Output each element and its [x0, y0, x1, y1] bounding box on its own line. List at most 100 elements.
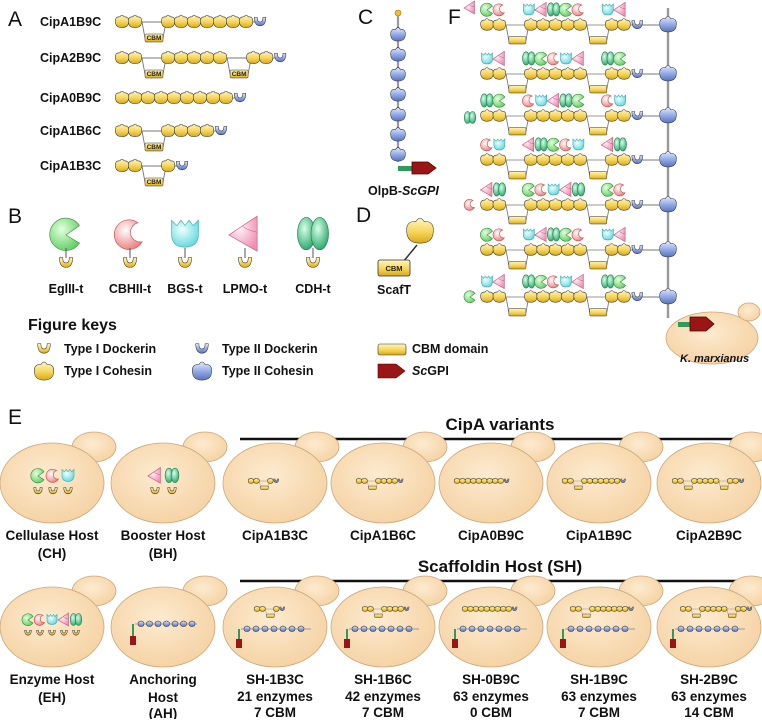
f-scaffold-7-cohesin-6-shape: [561, 290, 575, 303]
f-enzyme-6-4-body: [534, 226, 547, 243]
f-enzyme-5-1-body: [479, 181, 493, 198]
ah-olpb-cohesin-6: [180, 620, 187, 627]
construct-5-cbm-label: CBM: [147, 179, 162, 186]
f-scaffold-1-cohesin-9: [617, 18, 631, 31]
f-enzyme-3-4: [535, 94, 547, 107]
sh-olpb-cohesin-5-6-shape: [722, 625, 730, 632]
f-enzyme-extra-3-body: [463, 199, 476, 211]
f-enzyme-4-5-body: [546, 137, 560, 152]
sh-variant-cbm-2: 7 CBM: [362, 705, 404, 719]
sh-olpb-cohesin-1-2: [252, 625, 260, 632]
cipa-variant-scaffold-5-cohesin-6-shape: [707, 477, 714, 484]
sh-scaffold-5-cohesin-4: [704, 605, 711, 612]
f-scaffold-6-cohesin-1-shape: [480, 243, 494, 256]
construct-5-cohesin-2-shape: [128, 158, 142, 172]
construct-3-cohesin-8-shape: [206, 90, 220, 104]
eh-enzyme-5: [69, 613, 83, 626]
construct-3-cohesin-7-shape: [193, 90, 207, 104]
f-scaffold-7-cohesin-2: [492, 290, 506, 303]
f-scaffold-4-cohesin-4-shape: [536, 153, 550, 166]
eh-enzyme-3: [46, 613, 58, 625]
f-enzyme-3-7-body: [571, 93, 585, 108]
f-enzyme-7-7-fold: [577, 277, 584, 282]
olpb-cohesin-6: [390, 127, 406, 142]
sh-scaffold-3-cohesin-6: [489, 605, 496, 612]
cipa-variant-scaffold-4: [561, 477, 626, 490]
olpb-linker: [398, 166, 412, 171]
f-enzyme-3-3-body: [522, 94, 535, 108]
construct-1-cbm-label: CBM: [147, 35, 162, 42]
sh-olpb-cohesin-2-4: [378, 625, 386, 632]
cipa-variant-label-1: CipA1B3C: [242, 528, 308, 543]
construct-5-cbm: [144, 177, 164, 187]
key-type2-dockerin-icon: [195, 343, 209, 354]
f-scaffold-3-cohesin-3-shape: [524, 109, 538, 122]
f-enzyme-1-8: [602, 3, 614, 16]
sh-scaffold-2-cohesin-1-shape: [361, 605, 369, 612]
cipa-variant-scaffold-5-cohesin-3-shape: [691, 477, 698, 484]
f-scaffold-5-cohesin-4-shape: [536, 198, 550, 211]
enzyme-host-cell-body: [0, 586, 105, 668]
sh-scaffold-3-cohesin-5-shape: [483, 605, 490, 612]
cipa-variant-scaffold-2-cohesin-3-shape: [375, 477, 382, 484]
sh-scaffold-5-cohesin-9: [740, 605, 747, 612]
cipa-variant-scaffold-5-cohesin-8-shape: [727, 477, 734, 484]
f-scaffold-1-cohesin-4: [536, 18, 550, 31]
sh-cell-3: [438, 575, 556, 668]
host-eh-label2: (EH): [38, 690, 66, 705]
f-enzyme-5-1-fold: [485, 185, 493, 190]
sh-scaffold-2-cohesin-2-shape: [367, 605, 374, 612]
f-enzyme-6-1-body: [480, 227, 493, 242]
f-enzyme-4-1-body: [480, 138, 493, 152]
olpb-f-cohesin-3-shape: [659, 107, 677, 124]
f-enzyme-2-9-body: [613, 51, 627, 66]
ah-olpb-cohesin-4-shape: [163, 620, 170, 627]
cipa-variant-scaffold-3-cohesin-3-shape: [464, 477, 471, 484]
enzyme-2-dockerin: [123, 257, 137, 268]
sh-olpb-cohesin-2-3: [369, 625, 377, 632]
f-enzyme-4-4: [534, 137, 548, 152]
construct-label-2: CipA2B9C: [40, 51, 101, 65]
f-enzyme-1-9-fold: [618, 5, 626, 10]
construct-4: CBM: [115, 123, 228, 152]
construct-3-dockerin-ii: [234, 92, 246, 103]
f-scaffold-1-cohesin-2: [492, 18, 506, 31]
cipa-variant-scaffold-3-cohesin-6-shape: [481, 477, 488, 484]
host-label-f: K. marxianus: [680, 353, 749, 365]
construct-2-cohesin-6: [200, 50, 215, 64]
cipa-variant-scaffold-3-cohesin-7: [486, 477, 493, 484]
f-enzyme-extra-1-body: [463, 0, 475, 15]
sh-gpi-2: [344, 639, 350, 648]
f-scaffold-4-cohesin-3-shape: [524, 153, 538, 166]
f-enzyme-6-8-body: [602, 228, 614, 241]
enzyme-3-domain-body: [171, 219, 199, 248]
f-enzyme-2-4-body: [534, 51, 548, 66]
olpb-cohesin-3: [390, 67, 406, 82]
cipa-variant-cell-4: [546, 431, 664, 524]
f-scaffold-5: [480, 198, 643, 225]
sh-olpb-cohesin-1-1-shape: [243, 625, 251, 632]
construct-3-cohesin-2: [128, 90, 142, 104]
cipa-header: CipA variants: [446, 415, 555, 434]
host-ah-label3: (AH): [149, 706, 178, 719]
sh-scaffold-3-cohesin-3: [472, 605, 479, 612]
f-enzyme-5-8: [600, 182, 614, 197]
f-enzyme-5-2: [492, 182, 507, 197]
f-enzyme-4-9: [613, 137, 627, 152]
construct-4-cohesin-5: [187, 123, 202, 137]
cipa-variant-scaffold-2-cohesin-2: [361, 477, 368, 484]
f-scaffold-1-cbm: [508, 36, 527, 45]
f-scaffold-1-dockerin-ii: [631, 20, 643, 29]
f-scaffold-4: [480, 153, 643, 180]
f-scaffold-7-cohesin-8-shape: [605, 290, 619, 303]
sh-variant-cbm-5: 14 CBM: [684, 705, 734, 719]
f-enzyme-7-4-body: [534, 274, 548, 289]
sh-header: Scaffoldin Host (SH): [418, 557, 582, 576]
f-enzyme-1-9-body: [613, 1, 626, 18]
f-scaffold-3-cohesin-4-shape: [536, 109, 550, 122]
construct-2-cbm-label: CBM: [232, 71, 247, 78]
construct-2-cohesin-9-shape: [259, 50, 274, 64]
f-scaffold-6-cohesin-6: [561, 243, 575, 256]
f-scaffold-6-cohesin-7: [573, 243, 587, 256]
panel-c-olpb: OlpB-ScGPI: [368, 9, 439, 198]
